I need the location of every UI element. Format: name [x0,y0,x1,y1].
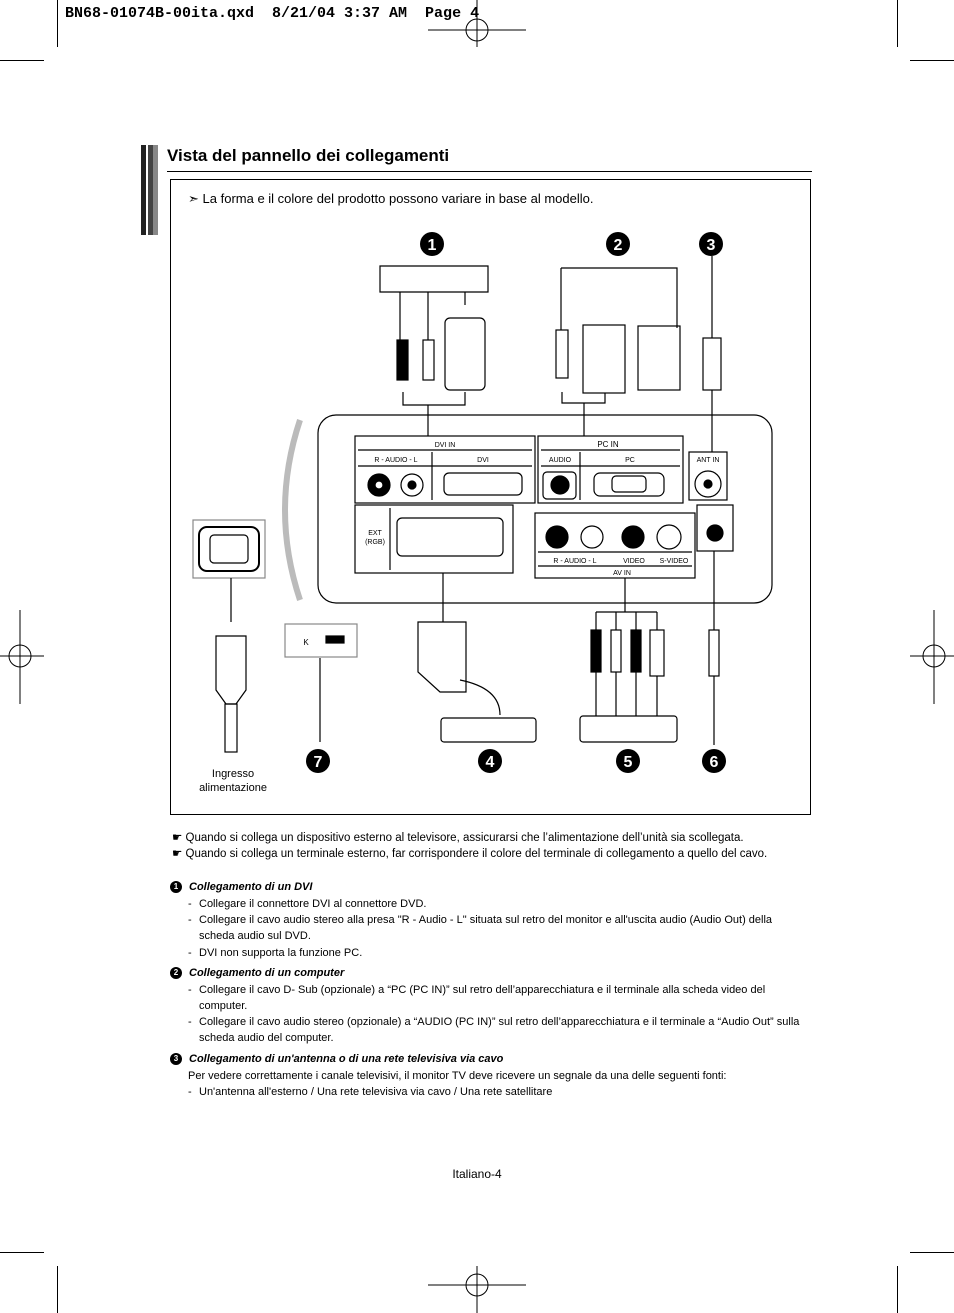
section-heading-text: Collegamento di un computer [189,967,345,979]
badge-5 [616,749,640,773]
crop-mark [0,60,44,61]
crop-mark [897,0,898,47]
pointing-hand-icon: ☛ [172,848,183,860]
crop-mark [910,60,954,61]
note-text: La forma e il colore del prodotto posson… [202,191,594,206]
badge-2 [606,232,630,256]
crop-mark [57,1266,58,1313]
file-slug: BN68-01074B-00ita.qxd 8/21/04 3:37 AM Pa… [65,5,480,22]
number-2-icon: 2 [170,967,182,979]
ext-label: EXT [368,530,382,537]
connection-diagram: 1 2 3 4 5 6 7 DVI IN R - AUDIO - L DVI P… [192,232,773,794]
power-label-line1: Ingresso [212,768,254,780]
badge-1 [420,232,444,256]
list-item: -Collegare il cavo audio stereo (opziona… [188,1016,800,1044]
badge-4 [478,749,502,773]
crop-mark [910,1252,954,1253]
dvi-in-label: DVI IN [435,442,456,449]
section-1-heading: 1 Collegamento di un DVI [170,881,312,893]
badge-6 [702,749,726,773]
number-1-icon: 1 [170,881,182,893]
list-item: -Collegare il cavo D- Sub (opzionale) a … [188,984,766,1012]
diagram-frame [170,179,811,815]
tip-1: ☛ Quando si collega un dispositivo ester… [172,830,744,844]
badge-6-label: 6 [710,754,719,771]
pointing-hand-icon: ☛ [172,832,183,844]
av-audio-label: R - AUDIO - L [553,558,596,565]
av-in-label: AV IN [613,570,631,577]
rgb-label: (RGB) [365,539,385,546]
section-intro: Per vedere correttamente i canale televi… [188,1070,727,1082]
tv-panel [317,414,773,604]
section-heading-text: Collegamento di un'antenna o di una rete… [189,1053,504,1065]
power-label-line2: alimentazione [199,782,267,794]
crop-mark [0,1252,44,1253]
page-title: Vista del pannello dei collegamenti [167,146,450,165]
tv-edge [282,419,303,601]
section-3-heading: 3 Collegamento di un'antenna o di una ret… [170,1053,503,1065]
crop-mark [897,1266,898,1313]
badge-7 [306,749,330,773]
pc-in-label: PC IN [597,440,619,449]
tip-text: Quando si collega un terminale esterno, … [185,848,768,860]
dvi-in-block [354,435,536,504]
badge-3 [699,232,723,256]
ant-in-label: ANT IN [697,457,720,464]
section-bar [141,145,158,235]
page-footer: Italiano-4 [452,1167,502,1181]
number-3-icon: 3 [170,1053,182,1065]
badge-7-label: 7 [314,754,323,771]
section-2-heading: 2 Collegamento di un computer [170,967,344,979]
kensington-label: K [303,638,309,647]
audio-label: AUDIO [549,457,572,464]
dvi-label: DVI [477,457,489,464]
list-item: -DVI non supporta la funzione PC. [188,947,363,959]
number-badges [306,232,726,773]
title-rule [167,171,812,172]
list-item: -Collegare il connettore DVI al connetto… [188,898,427,910]
badge-2-label: 2 [614,237,623,254]
tip-text: Quando si collega un dispositivo esterno… [185,832,744,844]
badge-4-label: 4 [486,754,495,771]
badge-5-label: 5 [624,754,633,771]
audio-rl-label: R - AUDIO - L [374,457,417,464]
badge-1-label: 1 [428,237,437,254]
video-label: VIDEO [623,558,645,565]
list-item: -Un'antenna all'esterno / Una rete telev… [188,1086,553,1098]
svideo-label: S-VIDEO [660,558,689,565]
crop-mark [57,0,58,47]
list-item: -Collegare il cavo audio stereo alla pre… [188,914,773,942]
pc-label: PC [625,457,635,464]
note: ➣ La forma e il colore del prodotto poss… [188,191,593,207]
section-heading-text: Collegamento di un DVI [189,881,313,893]
badge-3-label: 3 [707,237,716,254]
tip-2: ☛ Quando si collega un terminale esterno… [172,846,767,860]
note-arrow-icon: ➣ [188,191,199,206]
